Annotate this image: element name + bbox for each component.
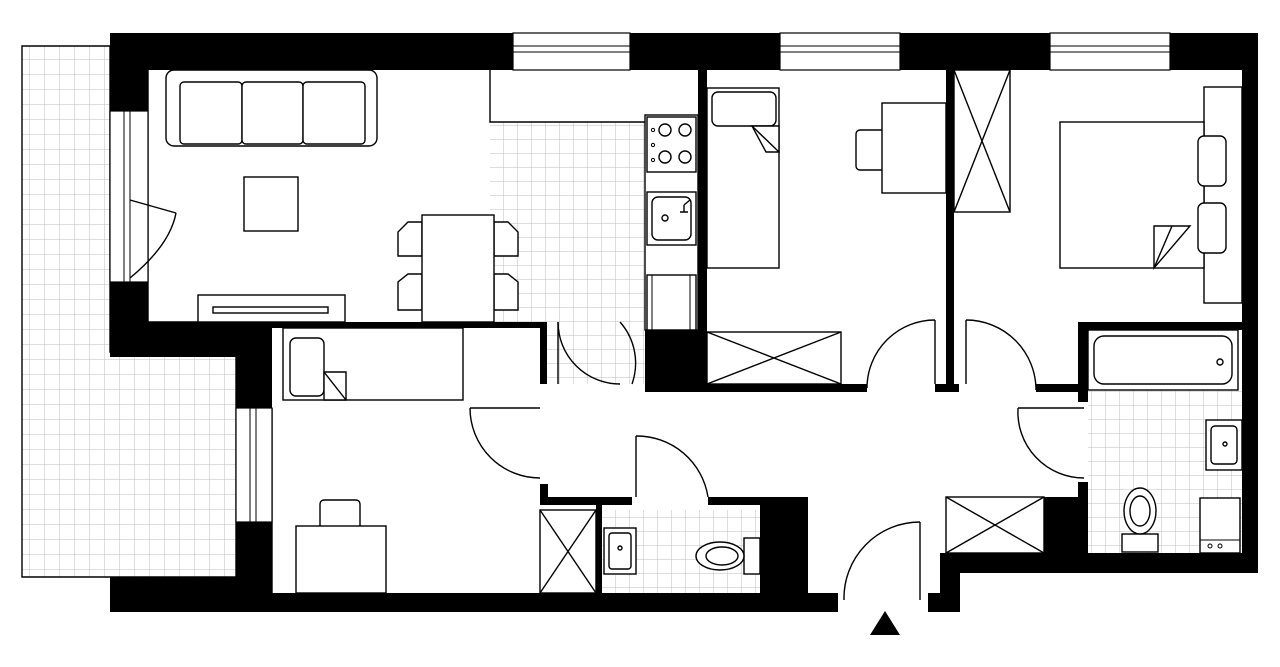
window-bedroom-1 [779,32,901,71]
stove-icon [646,116,697,173]
bedroom-1-wardrobe [706,331,842,385]
window-child-room [235,407,273,523]
wc-wardrobe [539,509,597,594]
triangle-up-icon [870,611,900,635]
windows [109,32,1171,523]
dining-table [397,214,519,323]
kitchen-counter [644,114,699,331]
washing-machine-icon [1199,497,1241,554]
sofa [165,69,378,147]
walls [110,33,1258,612]
bedroom-1-bed [706,87,780,269]
bathroom-toilet-icon [1121,487,1159,553]
hall-wardrobe [945,496,1045,554]
window-bedroom-2 [1049,32,1171,71]
door-kitchen [557,321,637,385]
wc-sink-icon [603,527,637,575]
door-child-room [469,407,541,479]
bedroom-2-wardrobe [953,69,1011,213]
window-kitchen [512,32,631,71]
child-bed [282,327,464,401]
coffee-table [243,176,299,232]
wc-toilet-icon [695,537,761,575]
door-wc [635,435,709,498]
bedroom-1-desk [855,102,947,194]
tv-console [197,294,346,323]
bathtub-icon [1087,329,1239,391]
bathroom-sink-icon [1205,419,1243,471]
window-living-room [109,110,149,283]
kitchen-sink-icon [646,191,697,246]
door-bathroom [1017,407,1085,479]
double-bed [1059,86,1243,304]
child-desk [295,499,387,594]
door-entrance [843,521,921,601]
door-bedroom-2 [965,319,1037,391]
doors [129,199,1085,601]
door-balcony [129,199,177,279]
door-bedroom-1 [866,319,936,389]
